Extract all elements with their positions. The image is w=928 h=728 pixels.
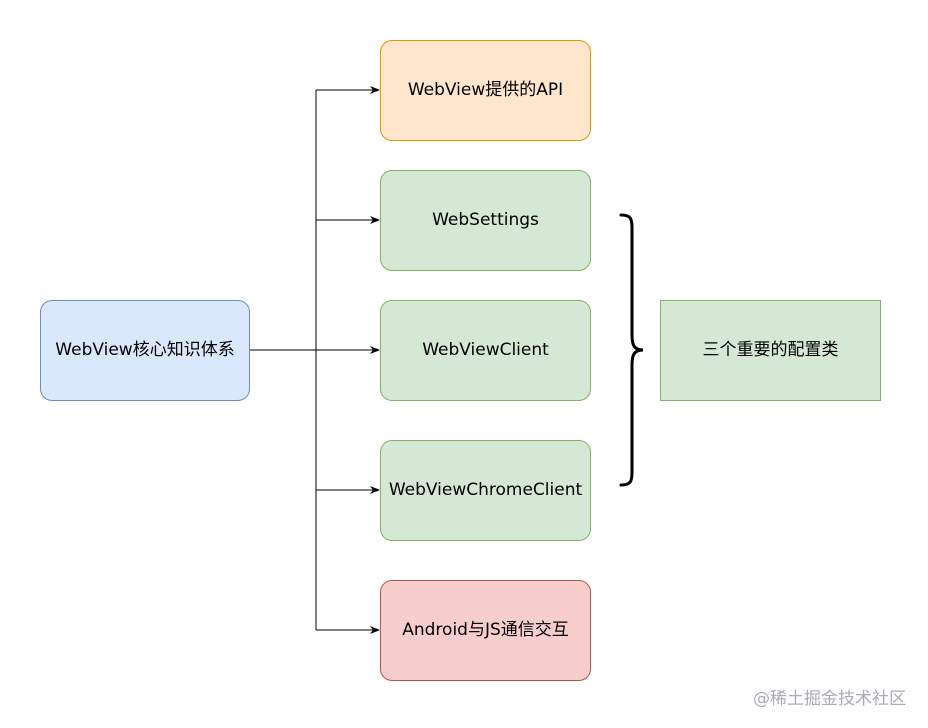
api-node-label: WebView提供的API	[407, 80, 564, 101]
curly-brace-icon	[619, 213, 644, 487]
api-node: WebView提供的API	[380, 40, 591, 141]
config-classes-group-label: 三个重要的配置类	[702, 340, 839, 361]
root-node: WebView核心知识体系	[40, 300, 250, 401]
websettings-node: WebSettings	[380, 170, 591, 271]
root-node-label: WebView核心知识体系	[55, 340, 235, 361]
config-classes-group-node: 三个重要的配置类	[660, 300, 881, 401]
webviewclient-node: WebViewClient	[380, 300, 591, 401]
android-js-node: Android与JS通信交互	[380, 580, 591, 681]
webviewclient-node-label: WebViewClient	[422, 340, 549, 361]
webviewchromeclient-node-label: WebViewChromeClient	[388, 480, 583, 501]
webviewchromeclient-node: WebViewChromeClient	[380, 440, 591, 541]
android-js-node-label: Android与JS通信交互	[402, 620, 569, 641]
watermark: @稀土掘金技术社区	[753, 689, 906, 709]
websettings-node-label: WebSettings	[432, 210, 539, 231]
